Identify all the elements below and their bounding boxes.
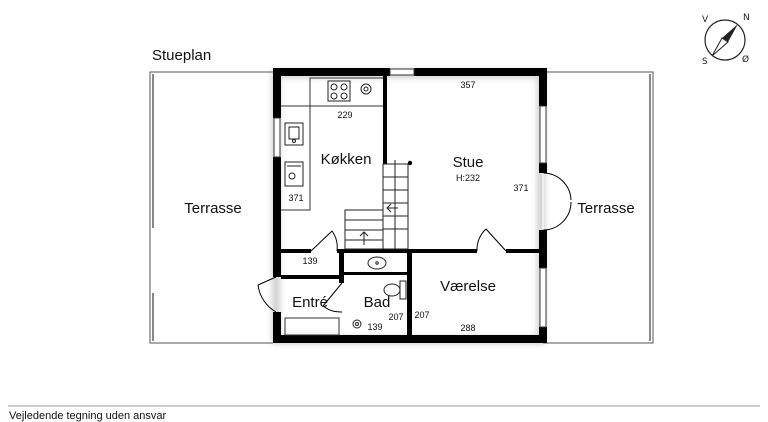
stove-icon (327, 80, 351, 102)
living-ceiling-height: H:232 (456, 173, 480, 183)
room-label-terrace-right: Terrasse (577, 200, 635, 217)
room-label-living: Stue (453, 154, 484, 171)
terrace-left-outline (149, 71, 273, 344)
compass-v-label: V (702, 15, 709, 25)
dim-bath-depth: 207 (388, 312, 403, 322)
dim-living-depth: 371 (513, 183, 528, 193)
footer-disclaimer: Vejledende tegning uden ansvar (9, 410, 167, 422)
room-label-kitchen: Køkken (321, 151, 372, 168)
dim-entry-width: 139 (302, 256, 317, 266)
entry-wardrobe (284, 317, 340, 336)
sink-icon (284, 122, 304, 146)
room-label-entry: Entré (292, 294, 328, 311)
washbasin-icon (367, 256, 387, 270)
plan-title: Stueplan (152, 47, 211, 64)
kitchen-counter (281, 77, 383, 211)
room-label-bath: Bad (364, 294, 391, 311)
staircase (344, 160, 409, 250)
toilet-icon (383, 280, 407, 300)
interior-walls (281, 76, 543, 335)
dim-bedroom-width: 288 (460, 323, 475, 333)
dim-kitchen-depth: 371 (288, 193, 303, 203)
compass-o-label: Ø (742, 54, 749, 65)
compass-rose-icon (704, 19, 746, 61)
dim-bath-width: 139 (367, 322, 382, 332)
shower-drain-icon (352, 319, 362, 329)
compass-n-label: N (743, 13, 750, 23)
dim-living-width: 357 (460, 80, 475, 90)
dim-kitchen-width: 229 (337, 110, 352, 120)
room-label-terrace-left: Terrasse (184, 200, 242, 217)
compass-s-label: S (702, 57, 708, 67)
dim-bedroom-depth: 207 (414, 310, 429, 320)
hob-icon (360, 83, 372, 95)
doors (257, 172, 572, 313)
terrace-right-outline (543, 71, 654, 344)
room-label-bedroom: Værelse (440, 278, 496, 295)
windows (273, 68, 547, 328)
ceiling-lamp-icon (407, 160, 413, 166)
dishwasher-icon (284, 161, 304, 187)
